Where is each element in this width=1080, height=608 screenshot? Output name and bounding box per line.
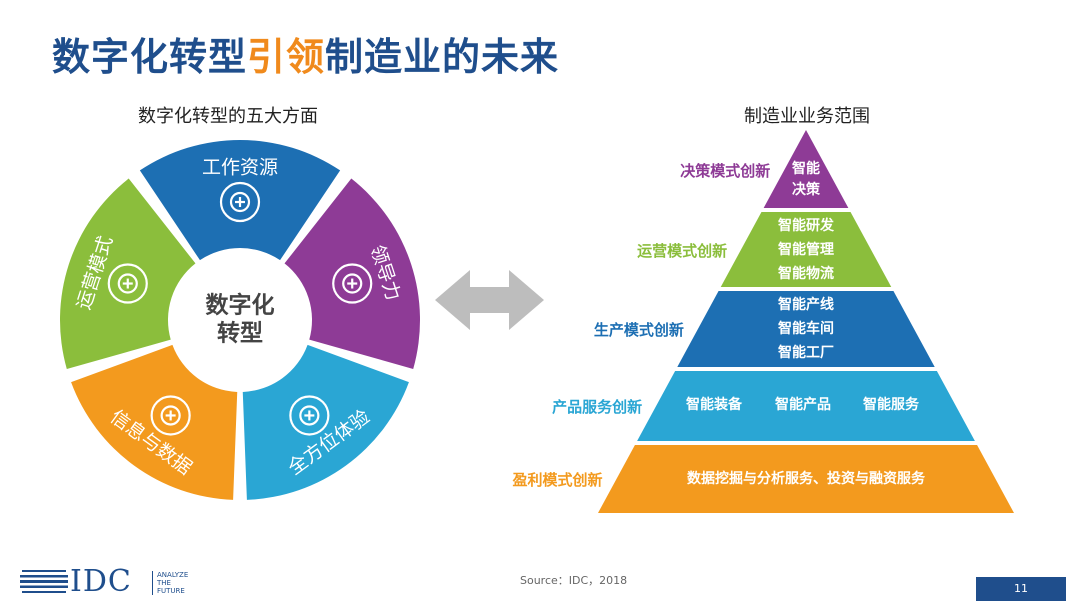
leadership-podium-icon xyxy=(332,263,373,304)
pyramid-level xyxy=(677,291,935,367)
pyramid-item: 决策 xyxy=(792,182,820,198)
resource-cycle-icon xyxy=(219,181,261,223)
wheel-segment xyxy=(242,344,409,500)
wheel-segment-label: 工作资源 xyxy=(202,157,278,179)
wheel-center-label: 转型 xyxy=(217,320,263,347)
globe-icon xyxy=(20,570,68,593)
pyramid-item: 数据挖掘与分析服务、投资与融资服务 xyxy=(687,471,925,487)
pyramid-level xyxy=(763,130,849,208)
pyramid-item: 智能 xyxy=(792,161,820,177)
wheel-subtitle: 数字化转型的五大方面 xyxy=(138,106,318,127)
pyramid-level-label: 决策模式创新 xyxy=(680,162,771,180)
operation-network-icon xyxy=(107,263,148,304)
tagline-line: FUTURE xyxy=(157,587,185,595)
pyramid-item: 智能管理 xyxy=(778,241,834,258)
pyramid-level xyxy=(637,371,975,441)
wheel-segment xyxy=(71,344,238,500)
pyramid-item: 智能车间 xyxy=(778,321,834,337)
pyramid-item: 智能装备 xyxy=(686,397,742,413)
pyramid-item: 智能产品 xyxy=(775,397,831,413)
pyramid-level xyxy=(598,445,1014,513)
tagline-line: THE xyxy=(157,579,171,587)
title-main: 数字化转型 xyxy=(52,35,248,79)
title-rest: 制造业的未来 xyxy=(325,35,560,79)
pyramid-level-label: 盈利模式创新 xyxy=(512,471,603,489)
pyramid-level-label: 运营模式创新 xyxy=(637,241,728,260)
title-highlight: 引领 xyxy=(247,35,326,79)
pyramid-item: 智能产线 xyxy=(778,297,834,313)
wheel-center-circle xyxy=(172,252,308,388)
source-note: Source：IDC，2018 xyxy=(520,574,628,587)
page-title: 数字化转型引领制造业的未来 xyxy=(52,26,559,81)
logo-tagline: ANALYZE THE FUTURE xyxy=(152,571,188,595)
experience-bag-icon xyxy=(289,395,330,436)
pyramid-item: 智能工厂 xyxy=(778,345,834,361)
pyramid-level-label: 生产模式创新 xyxy=(593,321,684,339)
wheel-center-label: 数字化 xyxy=(206,292,275,319)
pyramid-subtitle: 制造业业务范围 xyxy=(744,106,870,127)
pyramid-level-label: 产品服务创新 xyxy=(552,398,643,416)
idc-logo xyxy=(20,570,68,593)
data-cube-icon xyxy=(150,395,191,436)
idc-logo-text: IDC xyxy=(70,564,132,599)
pyramid-item: 智能物流 xyxy=(778,265,834,282)
pyramid-item: 智能服务 xyxy=(863,397,919,413)
tagline-line: ANALYZE xyxy=(157,571,189,579)
pyramid-item: 智能研发 xyxy=(778,217,834,234)
page-number: 11 xyxy=(976,577,1066,601)
pyramid-level xyxy=(720,212,892,287)
